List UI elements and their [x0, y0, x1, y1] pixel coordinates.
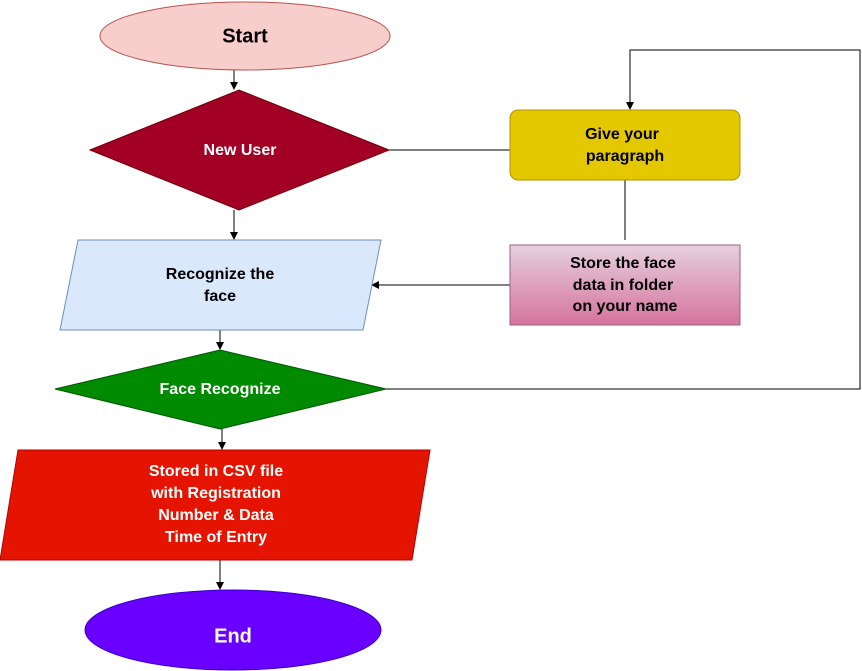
new-user-label: New User — [204, 142, 277, 159]
stored-csv-line-2: with Registration — [150, 485, 281, 502]
new-user-diamond — [88, 89, 391, 211]
stored-csv-parallelogram — [0, 449, 431, 561]
recognize-parallelogram — [59, 239, 382, 331]
give-paragraph-line-1: Give your — [585, 126, 659, 143]
recognize-line-2: face — [204, 288, 236, 305]
stored-csv-node: Stored in CSV file with Registration Num… — [0, 449, 431, 561]
end-label: End — [214, 625, 252, 647]
store-face-box — [509, 244, 741, 326]
face-recognize-diamond — [54, 349, 387, 430]
start-label: Start — [222, 25, 268, 47]
start-ellipse — [99, 1, 391, 71]
face-recognize-label: Face Recognize — [160, 381, 281, 398]
recognize-node: Recognize the face — [59, 239, 382, 331]
give-paragraph-box — [509, 109, 741, 181]
store-face-line-3: on your name — [573, 298, 678, 315]
edge-face-recognize-loop-to-give-paragraph — [386, 49, 861, 390]
start-node: Start — [99, 1, 391, 71]
store-face-line-2: data in folder — [573, 277, 673, 294]
stored-csv-line-1: Stored in CSV file — [149, 463, 283, 480]
end-node: End — [84, 589, 382, 671]
new-user-node: New User — [88, 89, 391, 211]
store-face-line-1: Store the face — [570, 255, 676, 272]
edges — [216, 49, 861, 590]
end-ellipse — [84, 589, 382, 671]
give-paragraph-node: Give your paragraph — [509, 109, 741, 181]
stored-csv-line-4: Time of Entry — [165, 529, 267, 546]
stored-csv-line-3: Number & Data — [158, 507, 274, 524]
face-recognize-node: Face Recognize — [54, 349, 387, 430]
store-face-node: Store the face data in folder on your na… — [509, 244, 741, 326]
give-paragraph-line-2: paragraph — [586, 148, 664, 165]
recognize-line-1: Recognize the — [166, 266, 275, 283]
